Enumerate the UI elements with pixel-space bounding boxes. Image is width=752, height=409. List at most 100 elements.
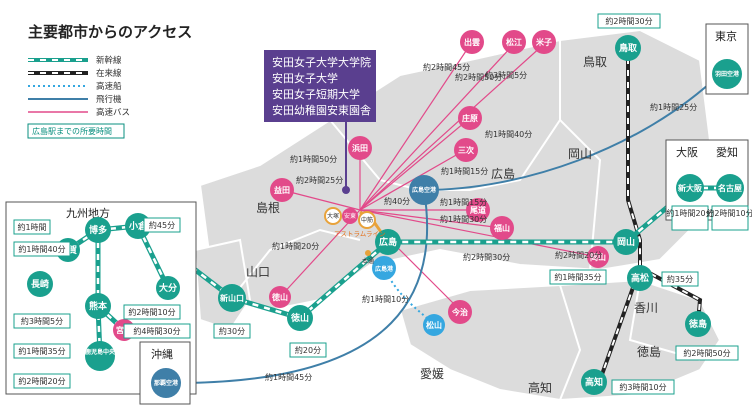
- svg-text:今治: 今治: [451, 307, 468, 317]
- svg-text:中筋: 中筋: [361, 216, 373, 224]
- svg-text:松江: 松江: [506, 37, 522, 47]
- station-hakata[interactable]: 博多: [85, 217, 111, 243]
- dur-shinyamaguchi: 約30分: [219, 326, 245, 336]
- bus-izumo[interactable]: 出雲: [460, 30, 484, 54]
- dur-kagoshima-a: 約1時間35分: [18, 346, 65, 356]
- station-shin-osaka[interactable]: 新大阪: [676, 174, 704, 202]
- bus-matsue[interactable]: 松江: [502, 30, 526, 54]
- station-kagoshima[interactable]: 鹿児島中央: [84, 341, 116, 371]
- station-oita[interactable]: 大分: [156, 276, 180, 300]
- box-osaka: 大阪: [676, 145, 698, 159]
- dur-shobara: 約1時間40分: [485, 129, 532, 139]
- dur-yonago: 約3時間5分: [485, 70, 527, 80]
- bus-masuda[interactable]: 益田: [270, 178, 294, 202]
- dur-hakata: 約1時間: [17, 222, 46, 232]
- bus-fukuyama[interactable]: 福山: [490, 216, 514, 240]
- station-nagoya[interactable]: 名古屋: [716, 174, 744, 202]
- dur-tottori: 約2時間30分: [605, 16, 652, 26]
- univ-line-3: 安田女子短期大学: [272, 87, 360, 101]
- dur-matsuyama: 約1時間10分: [362, 294, 409, 304]
- note-box: [27, 123, 125, 139]
- bus-yonago[interactable]: 米子: [532, 30, 556, 54]
- station-nagasaki[interactable]: 長崎: [27, 271, 53, 297]
- airport-naha[interactable]: 那覇空港: [151, 368, 181, 398]
- station-shinyamaguchi[interactable]: 新山口: [218, 284, 246, 312]
- dur-izumo: 約2時間45分: [423, 62, 470, 72]
- dur-saga: 約3時間5分: [21, 316, 63, 326]
- stop-otsuka[interactable]: 大塚: [324, 207, 342, 225]
- dur-bus-tokuyama: 約1時間20分: [272, 241, 319, 251]
- dur-tokushima: 約2時間50分: [683, 348, 730, 358]
- svg-text:岡山: 岡山: [617, 236, 635, 248]
- dur-imabari: 約2時間30分: [463, 252, 510, 262]
- bus-shobara[interactable]: 庄原: [458, 106, 482, 130]
- station-okayama[interactable]: 岡山: [613, 229, 639, 255]
- boxed-durations: [13, 13, 749, 395]
- dur-onomichi: 約1時間15分: [440, 197, 487, 207]
- legend-shinkansen: 新幹線: [96, 55, 122, 66]
- box-okinawa: 沖縄: [151, 347, 173, 361]
- bus-hamada[interactable]: 浜田: [348, 136, 372, 160]
- legend-bus: 高速バス: [96, 107, 130, 118]
- dur-tokuyama: 約20分: [295, 345, 321, 355]
- station-tokushima[interactable]: 徳島: [685, 311, 711, 337]
- dur-kochi: 約3時間10分: [619, 382, 666, 392]
- airports: 羽田空港 広島空港 那覇空港: [151, 59, 742, 398]
- dur-astram: 約40分: [384, 196, 410, 206]
- svg-text:出雲: 出雲: [464, 37, 480, 47]
- svg-text:徳島: 徳島: [688, 318, 707, 330]
- svg-text:益田: 益田: [274, 185, 290, 195]
- station-hiroshima[interactable]: 広島: [375, 229, 401, 255]
- pref-tokushima: 徳島: [637, 344, 661, 359]
- legend-local: 在来線: [96, 68, 122, 79]
- port-matsuyama[interactable]: 松山: [423, 314, 445, 336]
- airport-haneda[interactable]: 羽田空港: [712, 59, 742, 89]
- station-takamatsu[interactable]: 高松: [627, 265, 653, 291]
- svg-text:名古屋: 名古屋: [718, 183, 742, 193]
- stop-hondori[interactable]: 本通: [362, 250, 374, 265]
- svg-text:庄原: 庄原: [462, 113, 478, 123]
- port-hiroshima[interactable]: 広島港: [372, 256, 396, 280]
- svg-text:高知: 高知: [585, 376, 603, 388]
- station-kumamoto[interactable]: 熊本: [85, 293, 111, 319]
- univ-line-2: 安田女子大学: [272, 71, 338, 85]
- bus-routes: [279, 44, 599, 311]
- bus-tokuyama[interactable]: 徳山: [269, 286, 291, 308]
- svg-text:大塚: 大塚: [327, 212, 339, 220]
- stop-nakasuji[interactable]: 中筋: [358, 211, 376, 229]
- pref-kochi: 高知: [528, 380, 552, 395]
- dur-matsue: 約2時間50分: [455, 72, 502, 82]
- dur-oita: 約2時間10分: [128, 307, 175, 317]
- bus-onomichi[interactable]: 尾道: [466, 198, 490, 222]
- svg-text:米子: 米子: [535, 37, 552, 47]
- dur-hamada: 約1時間50分: [290, 154, 337, 164]
- dur-masuda: 約2時間25分: [296, 175, 343, 185]
- pref-kagawa: 香川: [634, 301, 658, 315]
- dur-okayama: 約35分: [667, 274, 693, 284]
- svg-text:浜田: 浜田: [352, 143, 368, 153]
- dur-fukuyama: 約1時間30分: [440, 214, 487, 224]
- svg-text:徳山: 徳山: [271, 292, 288, 302]
- dur-kokura: 約45分: [149, 220, 175, 230]
- svg-text:大分: 大分: [159, 282, 177, 294]
- svg-text:高松: 高松: [631, 272, 649, 284]
- svg-text:鳥取: 鳥取: [619, 42, 638, 54]
- legend-flight: 飛行機: [96, 94, 122, 105]
- svg-text:長崎: 長崎: [31, 278, 49, 290]
- bus-miyoshi[interactable]: 三次: [454, 138, 478, 162]
- pref-tottori: 鳥取: [583, 54, 607, 69]
- station-tokuyama[interactable]: 徳山: [287, 305, 313, 331]
- station-tottori[interactable]: 鳥取: [615, 35, 641, 61]
- svg-text:博多: 博多: [89, 224, 107, 236]
- station-kochi[interactable]: 高知: [581, 369, 607, 395]
- univ-line-1: 安田女子大学大学院: [272, 55, 371, 69]
- svg-text:新山口: 新山口: [220, 293, 244, 303]
- airport-hiroshima[interactable]: 広島空港: [409, 175, 439, 205]
- bus-imabari[interactable]: 今治: [448, 300, 472, 324]
- box-tokyo: 東京: [715, 29, 737, 43]
- stop-yasuhigashi[interactable]: 安東: [342, 208, 358, 224]
- dur-naha: 約1時間45分: [265, 372, 312, 382]
- svg-text:岡山: 岡山: [590, 252, 606, 262]
- bus-okayama[interactable]: 岡山: [587, 246, 609, 268]
